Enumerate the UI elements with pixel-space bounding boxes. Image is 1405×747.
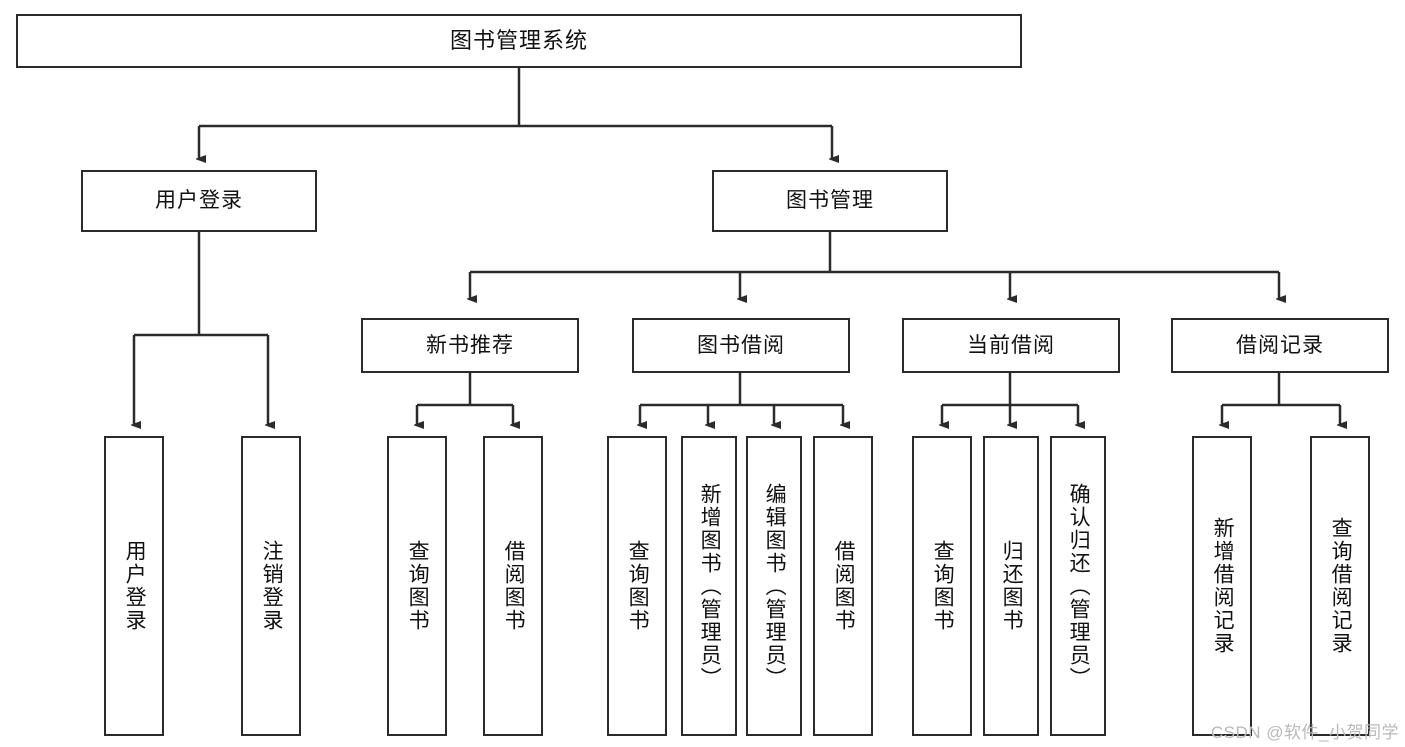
- leaf-query-book-current[interactable]: 查询图书: [912, 436, 972, 736]
- leaf-label: 查询借阅记录: [1329, 517, 1353, 655]
- node-book-borrow[interactable]: 图书借阅: [632, 318, 850, 373]
- node-book-management[interactable]: 图书管理: [712, 170, 948, 232]
- leaf-query-borrow-record[interactable]: 查询借阅记录: [1310, 436, 1370, 736]
- leaf-user-login[interactable]: 用户登录: [104, 436, 164, 736]
- node-current-borrow[interactable]: 当前借阅: [902, 318, 1120, 373]
- node-user-login[interactable]: 用户登录: [81, 170, 317, 232]
- leaf-label: 归还图书: [1000, 540, 1024, 632]
- leaf-label: 借阅图书: [502, 540, 526, 632]
- leaf-label: 新增图书（管理员）: [698, 482, 722, 690]
- leaf-label: 注销登录: [260, 540, 284, 632]
- leaf-logout[interactable]: 注销登录: [241, 436, 301, 736]
- leaf-borrow-book-recommend[interactable]: 借阅图书: [483, 436, 543, 736]
- leaf-return-book[interactable]: 归还图书: [983, 436, 1039, 736]
- leaf-label: 用户登录: [123, 540, 147, 632]
- leaf-label: 借阅图书: [832, 540, 856, 632]
- leaf-add-book-admin[interactable]: 新增图书（管理员）: [681, 436, 737, 736]
- node-borrow-records[interactable]: 借阅记录: [1171, 318, 1389, 373]
- leaf-add-borrow-record[interactable]: 新增借阅记录: [1192, 436, 1252, 736]
- leaf-label: 查询图书: [406, 540, 430, 632]
- leaf-label: 查询图书: [626, 540, 650, 632]
- node-new-book-recommend[interactable]: 新书推荐: [361, 318, 579, 373]
- leaf-query-book-recommend[interactable]: 查询图书: [387, 436, 447, 736]
- leaf-confirm-return-admin[interactable]: 确认归还（管理员）: [1050, 436, 1106, 736]
- leaf-borrow-book[interactable]: 借阅图书: [813, 436, 873, 736]
- node-root-system[interactable]: 图书管理系统: [16, 14, 1022, 68]
- leaf-label: 编辑图书（管理员）: [763, 482, 787, 690]
- leaf-query-book-borrow[interactable]: 查询图书: [607, 436, 667, 736]
- leaf-label: 新增借阅记录: [1211, 517, 1235, 655]
- watermark-text: CSDN @软件_小贺同学: [1210, 723, 1399, 742]
- leaf-label: 确认归还（管理员）: [1067, 482, 1091, 690]
- leaf-label: 查询图书: [931, 540, 955, 632]
- leaf-edit-book-admin[interactable]: 编辑图书（管理员）: [746, 436, 802, 736]
